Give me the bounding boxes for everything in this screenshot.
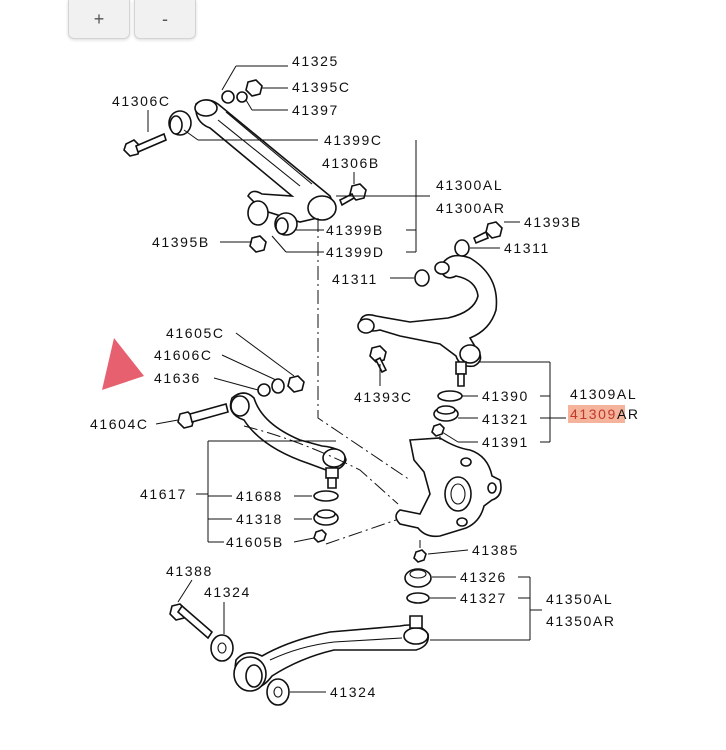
- washer-icon[interactable]: [236, 91, 248, 103]
- label-41324-lower[interactable]: 41324: [330, 684, 377, 700]
- nut-icon[interactable]: [313, 529, 327, 543]
- knuckle[interactable]: [395, 437, 502, 538]
- bolt-icon[interactable]: [177, 403, 229, 429]
- ring-icon[interactable]: [406, 592, 430, 604]
- label-41605b[interactable]: 41605B: [226, 534, 284, 550]
- bolt-icon[interactable]: [169, 603, 214, 640]
- nut-icon[interactable]: [413, 549, 427, 563]
- label-41617[interactable]: 41617: [140, 486, 187, 502]
- label-41321[interactable]: 41321: [482, 411, 529, 427]
- label-41605c[interactable]: 41605C: [166, 325, 225, 341]
- label-41318[interactable]: 41318: [236, 511, 283, 527]
- label-41390[interactable]: 41390: [482, 388, 529, 404]
- part-labels: 41325 41395C 41397 41306C 41399C 41306B …: [90, 53, 640, 700]
- bushing-icon: [247, 200, 269, 226]
- label-41604c[interactable]: 41604C: [90, 416, 149, 432]
- zoom-out-button[interactable]: -: [134, 0, 196, 39]
- spacer-icon[interactable]: [257, 383, 271, 397]
- label-41399c[interactable]: 41399C: [324, 132, 383, 148]
- label-41306b[interactable]: 41306B: [322, 155, 380, 171]
- bushing-icon[interactable]: [404, 568, 432, 588]
- label-41327[interactable]: 41327: [460, 590, 507, 606]
- label-41393b[interactable]: 41393B: [524, 214, 582, 230]
- label-41309ar[interactable]: 41309AR: [570, 406, 640, 422]
- label-41300ar[interactable]: 41300AR: [436, 200, 506, 216]
- washer-icon[interactable]: [210, 634, 234, 662]
- label-41388[interactable]: 41388: [166, 563, 213, 579]
- arm-eye-icon: [194, 99, 218, 117]
- label-41326[interactable]: 41326: [460, 569, 507, 585]
- highlight-box: [568, 405, 625, 423]
- washer-icon[interactable]: [221, 90, 235, 104]
- washer-icon[interactable]: [454, 239, 470, 257]
- label-41399b[interactable]: 41399B: [326, 222, 384, 238]
- selection-marker-icon[interactable]: [102, 338, 144, 390]
- label-41311-lower[interactable]: 41311: [332, 271, 378, 287]
- label-41325[interactable]: 41325: [292, 53, 339, 69]
- bolt-icon[interactable]: [369, 345, 388, 374]
- nut-icon[interactable]: [431, 423, 445, 437]
- label-41393c[interactable]: 41393C: [354, 389, 413, 405]
- bolt-icon[interactable]: [123, 132, 167, 157]
- label-41324-upper[interactable]: 41324: [204, 584, 251, 600]
- nut-icon[interactable]: [245, 79, 263, 97]
- assembly-lines: [243, 218, 441, 548]
- label-41636[interactable]: 41636: [154, 370, 201, 386]
- label-41395b[interactable]: 41395B: [152, 234, 210, 250]
- lower-arm-41350[interactable]: [233, 615, 430, 692]
- upper-arm-41309[interactable]: [357, 254, 498, 387]
- boot-icon[interactable]: [433, 405, 459, 422]
- label-41688[interactable]: 41688: [236, 488, 283, 504]
- label-41397[interactable]: 41397: [292, 102, 339, 118]
- label-41350ar[interactable]: 41350AR: [546, 613, 616, 629]
- label-41309al[interactable]: 41309AL: [570, 386, 637, 402]
- upper-arm-41300[interactable]: [168, 99, 337, 236]
- washer-icon[interactable]: [414, 269, 430, 287]
- label-41391[interactable]: 41391: [482, 434, 529, 450]
- leader-lines: [147, 65, 566, 693]
- nut-icon[interactable]: [249, 235, 267, 253]
- ring-icon[interactable]: [437, 390, 463, 402]
- nut-icon[interactable]: [287, 375, 305, 393]
- boot-icon[interactable]: [313, 509, 339, 526]
- label-41300al[interactable]: 41300AL: [436, 177, 503, 193]
- ring-icon[interactable]: [313, 490, 339, 502]
- washer-icon[interactable]: [266, 678, 290, 706]
- washer-icon[interactable]: [271, 378, 285, 394]
- label-41311-upper[interactable]: 41311: [504, 240, 550, 256]
- label-41385[interactable]: 41385: [472, 542, 519, 558]
- label-41399d[interactable]: 41399D: [326, 244, 385, 260]
- toe-link-41617[interactable]: [229, 392, 347, 489]
- zoom-in-button[interactable]: +: [68, 0, 130, 39]
- label-41306c[interactable]: 41306C: [112, 93, 171, 109]
- label-41395c[interactable]: 41395C: [292, 79, 351, 95]
- bolt-icon[interactable]: [338, 183, 367, 207]
- label-41606c[interactable]: 41606C: [154, 347, 213, 363]
- label-41350al[interactable]: 41350AL: [546, 591, 613, 607]
- bolt-icon[interactable]: [472, 221, 503, 245]
